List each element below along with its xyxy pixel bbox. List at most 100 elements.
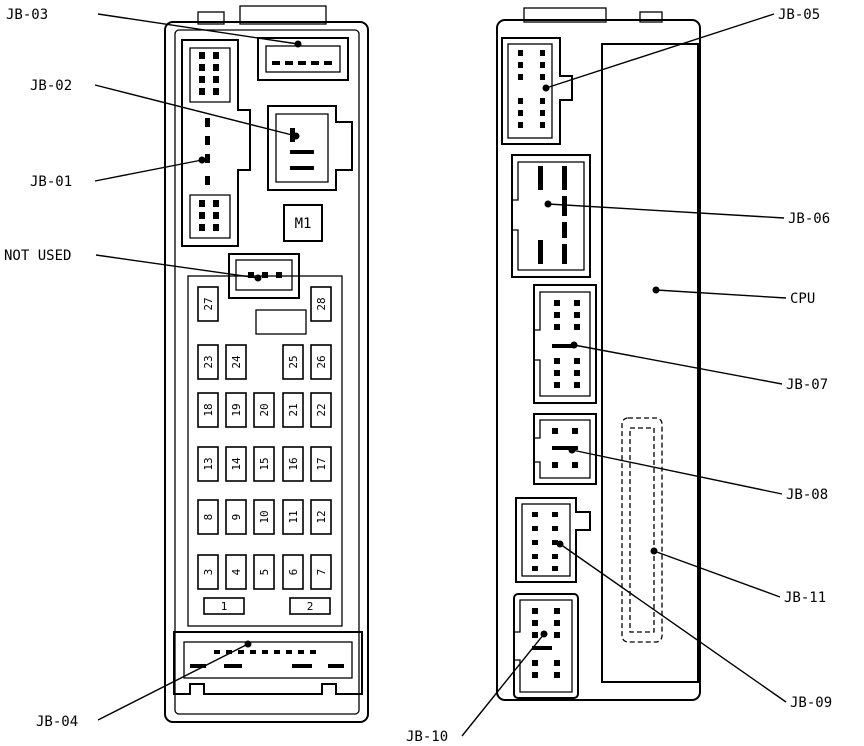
fuse-16-label: 16 [287, 457, 300, 470]
fuse-23: 23 [197, 344, 219, 380]
fuse-11: 11 [282, 499, 304, 535]
fuse-26: 26 [310, 344, 332, 380]
leader-dots [198, 40, 660, 648]
fuse-4: 4 [225, 554, 247, 590]
fuse-23-label: 23 [202, 355, 215, 368]
left-panel [164, 5, 369, 723]
fuse-24: 24 [225, 344, 247, 380]
label-jb08: JB-08 [786, 487, 828, 503]
fuse-23-body [197, 344, 219, 380]
fuse-27: 27 [197, 286, 219, 322]
fuse-8-body [197, 499, 219, 535]
fuse-14: 14 [225, 446, 247, 482]
fuse-7-body [310, 554, 332, 590]
fuse-22-label: 22 [315, 403, 328, 416]
label-jb07: JB-07 [786, 377, 828, 393]
fuse-26-label: 26 [315, 355, 328, 368]
fuse-1-label: 1 [221, 600, 228, 613]
fuse-28: 28 [310, 286, 332, 322]
fuse-22-body [310, 392, 332, 428]
label-jb09: JB-09 [790, 695, 832, 711]
fuse-27-label: 27 [202, 297, 215, 310]
fuse-17-body [310, 446, 332, 482]
label-jb11: JB-11 [784, 590, 826, 606]
fuse-3-body [197, 554, 219, 590]
fuse-5-body [253, 554, 275, 590]
fuse-13-label: 13 [202, 457, 215, 470]
connector-jb01 [181, 39, 251, 247]
label-not-used: NOT USED [4, 248, 71, 264]
fuse-15-body [253, 446, 275, 482]
fuse-21-label: 21 [287, 403, 300, 416]
connector-jb02 [267, 105, 353, 191]
fuse-10-label: 10 [258, 510, 271, 523]
fuse-5-label: 5 [258, 569, 271, 576]
fuse-25-label: 25 [287, 355, 300, 368]
fuse-21: 21 [282, 392, 304, 428]
fuse-7-label: 7 [315, 569, 328, 576]
connector-jb07 [533, 284, 597, 404]
fuse-16: 16 [282, 446, 304, 482]
fuse-28-label: 28 [315, 297, 328, 310]
fuse-15-label: 15 [258, 457, 271, 470]
fuse-22: 22 [310, 392, 332, 428]
fuse-24-label: 24 [230, 355, 243, 369]
fuse-4-label: 4 [230, 568, 243, 575]
relay-m1: M1 [283, 204, 323, 242]
fuse-19-label: 19 [230, 403, 243, 416]
fuse-5: 5 [253, 554, 275, 590]
fuse-7: 7 [310, 554, 332, 590]
fuse-6: 6 [282, 554, 304, 590]
fuse-13-body [197, 446, 219, 482]
fuse-4-body [225, 554, 247, 590]
fuse-24-body [225, 344, 247, 380]
fuse-6-label: 6 [287, 569, 300, 576]
fuse-18-body [197, 392, 219, 428]
fuse-19-body [225, 392, 247, 428]
fuse-21-body [282, 392, 304, 428]
fuse-20-body [253, 392, 275, 428]
fuse-11-label: 11 [287, 510, 300, 523]
label-cpu: CPU [790, 291, 815, 307]
fuse-25: 25 [282, 344, 304, 380]
label-jb02: JB-02 [30, 78, 72, 94]
fuse-block [187, 275, 343, 627]
fuse-16-body [282, 446, 304, 482]
fuse-18: 18 [197, 392, 219, 428]
fuse-13: 13 [197, 446, 219, 482]
connector-jb08 [533, 413, 597, 485]
fuse-15: 15 [253, 446, 275, 482]
fuse-17-label: 17 [315, 457, 328, 470]
fuse-12: 12 [310, 499, 332, 535]
connector-jb04 [173, 631, 363, 695]
fuse-28-body [310, 286, 332, 322]
fuse-26-body [310, 344, 332, 380]
fuse-14-body [225, 446, 247, 482]
label-jb10: JB-10 [406, 729, 448, 745]
fuse-10: 10 [253, 499, 275, 535]
label-jb06: JB-06 [788, 211, 830, 227]
fuse-3: 3 [197, 554, 219, 590]
fuse-1-body [203, 597, 245, 615]
right-panel [496, 7, 701, 701]
leader-lines [94, 13, 787, 737]
connector-jb06 [511, 154, 591, 278]
label-jb03: JB-03 [6, 7, 48, 23]
label-jb04: JB-04 [36, 714, 78, 730]
fuse-14-label: 14 [230, 457, 243, 471]
fuse-9-label: 9 [230, 514, 243, 521]
connector-jb05 [501, 37, 573, 145]
fuse-9: 9 [225, 499, 247, 535]
fuse-27-body [197, 286, 219, 322]
fuse-8-label: 8 [202, 514, 215, 521]
fuse-17: 17 [310, 446, 332, 482]
fuse-11-body [282, 499, 304, 535]
label-jb01: JB-01 [30, 174, 72, 190]
fuse-19: 19 [225, 392, 247, 428]
connector-jb09 [515, 497, 591, 583]
fuse-3-label: 3 [202, 569, 215, 576]
fuse-20: 20 [253, 392, 275, 428]
connector-jb10 [513, 593, 579, 699]
